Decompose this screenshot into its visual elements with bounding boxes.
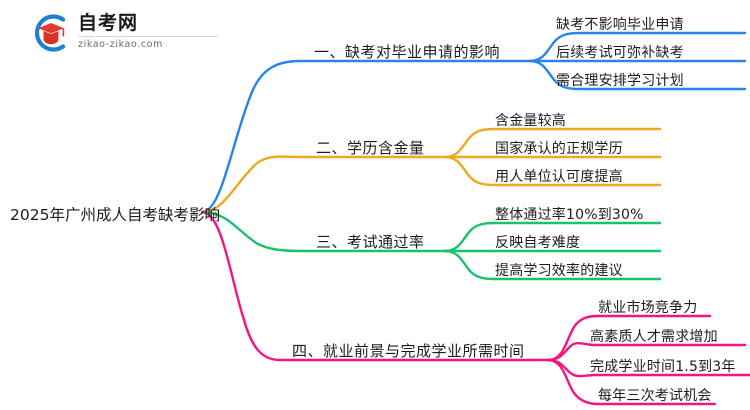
branch-1-child-1-connector	[528, 31, 582, 63]
site-logo: 自考网 zikao-zikao.com	[30, 10, 220, 56]
branch-4-child-2-connector	[546, 342, 598, 362]
logo-title: 自考网	[78, 12, 218, 37]
spine-branch-1	[200, 59, 302, 214]
spine-branch-3	[200, 210, 304, 253]
branch-4-child-1-label[interactable]: 就业市场竞争力	[598, 300, 698, 316]
branch-3-label[interactable]: 三、考试通过率	[316, 233, 425, 251]
branch-1-label[interactable]: 一、缺考对毕业申请的影响	[314, 43, 501, 61]
spine-branch-2	[200, 155, 304, 214]
branch-1-child-2-label[interactable]: 后续考试可弥补缺考	[556, 45, 684, 61]
branch-3-child-1-connector	[443, 221, 497, 253]
branch-4-child-4-label[interactable]: 每年三次考试机会	[598, 388, 712, 404]
logo-text: 自考网 zikao-zikao.com	[78, 12, 218, 50]
branch-4-child-2-label[interactable]: 高素质人才需求增加	[590, 329, 718, 345]
branch-3-child-3-connector	[443, 249, 497, 281]
branch-2-child-1-label[interactable]: 含金量较高	[495, 113, 566, 129]
branch-4-child-1-connector	[546, 314, 600, 362]
branch-1-child-1-label[interactable]: 缺考不影响毕业申请	[556, 17, 684, 33]
branch-2-child-3-connector	[443, 155, 497, 187]
branch-3-child-1-label[interactable]: 整体通过率10%到30%	[495, 207, 644, 223]
branch-2-child-3-label[interactable]: 用人单位认可度提高	[495, 169, 623, 185]
logo-subtitle: zikao-zikao.com	[78, 39, 163, 50]
branch-4-child-4-connector	[546, 358, 600, 406]
graduation-cap-logo-icon	[34, 14, 66, 52]
spine-branch-4	[200, 210, 282, 362]
branch-4-child-3-label[interactable]: 完成学业时间1.5到3年	[590, 359, 736, 375]
branch-1-child-3-connector	[528, 59, 582, 91]
branch-4-label[interactable]: 四、就业前景与完成学业所需时间	[292, 342, 525, 360]
branch-2-child-1-connector	[443, 127, 497, 159]
branch-3-child-2-label[interactable]: 反映自考难度	[495, 235, 581, 251]
branch-1-child-3-label[interactable]: 需合理安排学习计划	[556, 73, 684, 89]
branch-2-child-2-label[interactable]: 国家承认的正规学历	[495, 141, 623, 157]
branch-3-child-3-label[interactable]: 提高学习效率的建议	[495, 263, 623, 279]
branch-2-label[interactable]: 二、学历含金量	[316, 139, 425, 157]
root-node-label[interactable]: 2025年广州成人自考缺考影响	[10, 206, 220, 224]
